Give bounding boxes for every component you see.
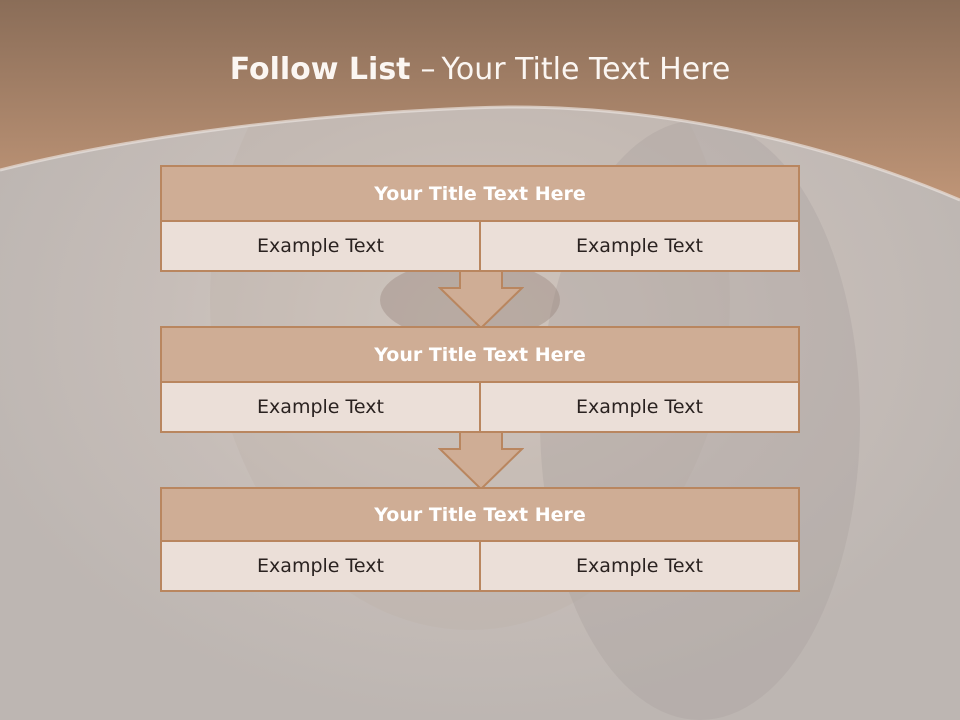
list-block-3: Your Title Text Here Example Text Exampl… bbox=[160, 487, 800, 592]
block-cell-right: Example Text bbox=[480, 383, 800, 433]
block-row: Example Text Example Text bbox=[160, 222, 800, 272]
block-cell-right: Example Text bbox=[480, 222, 800, 272]
block-cell-left: Example Text bbox=[160, 383, 480, 433]
block-cell-left: Example Text bbox=[160, 222, 480, 272]
down-arrow-2 bbox=[438, 431, 524, 491]
slide-title-text: Your Title Text Here bbox=[441, 52, 731, 87]
block-title: Your Title Text Here bbox=[160, 326, 800, 383]
block-cell-left: Example Text bbox=[160, 542, 480, 592]
block-row: Example Text Example Text bbox=[160, 542, 800, 592]
slide-title: Follow List–Your Title Text Here bbox=[0, 52, 960, 87]
slide-title-separator: – bbox=[420, 52, 436, 87]
slide-title-bold: Follow List bbox=[229, 52, 411, 87]
down-arrow-1 bbox=[438, 270, 524, 330]
block-row: Example Text Example Text bbox=[160, 383, 800, 433]
list-block-2: Your Title Text Here Example Text Exampl… bbox=[160, 326, 800, 433]
block-cell-right: Example Text bbox=[480, 542, 800, 592]
list-block-1: Your Title Text Here Example Text Exampl… bbox=[160, 165, 800, 272]
block-title: Your Title Text Here bbox=[160, 165, 800, 222]
block-title: Your Title Text Here bbox=[160, 487, 800, 542]
